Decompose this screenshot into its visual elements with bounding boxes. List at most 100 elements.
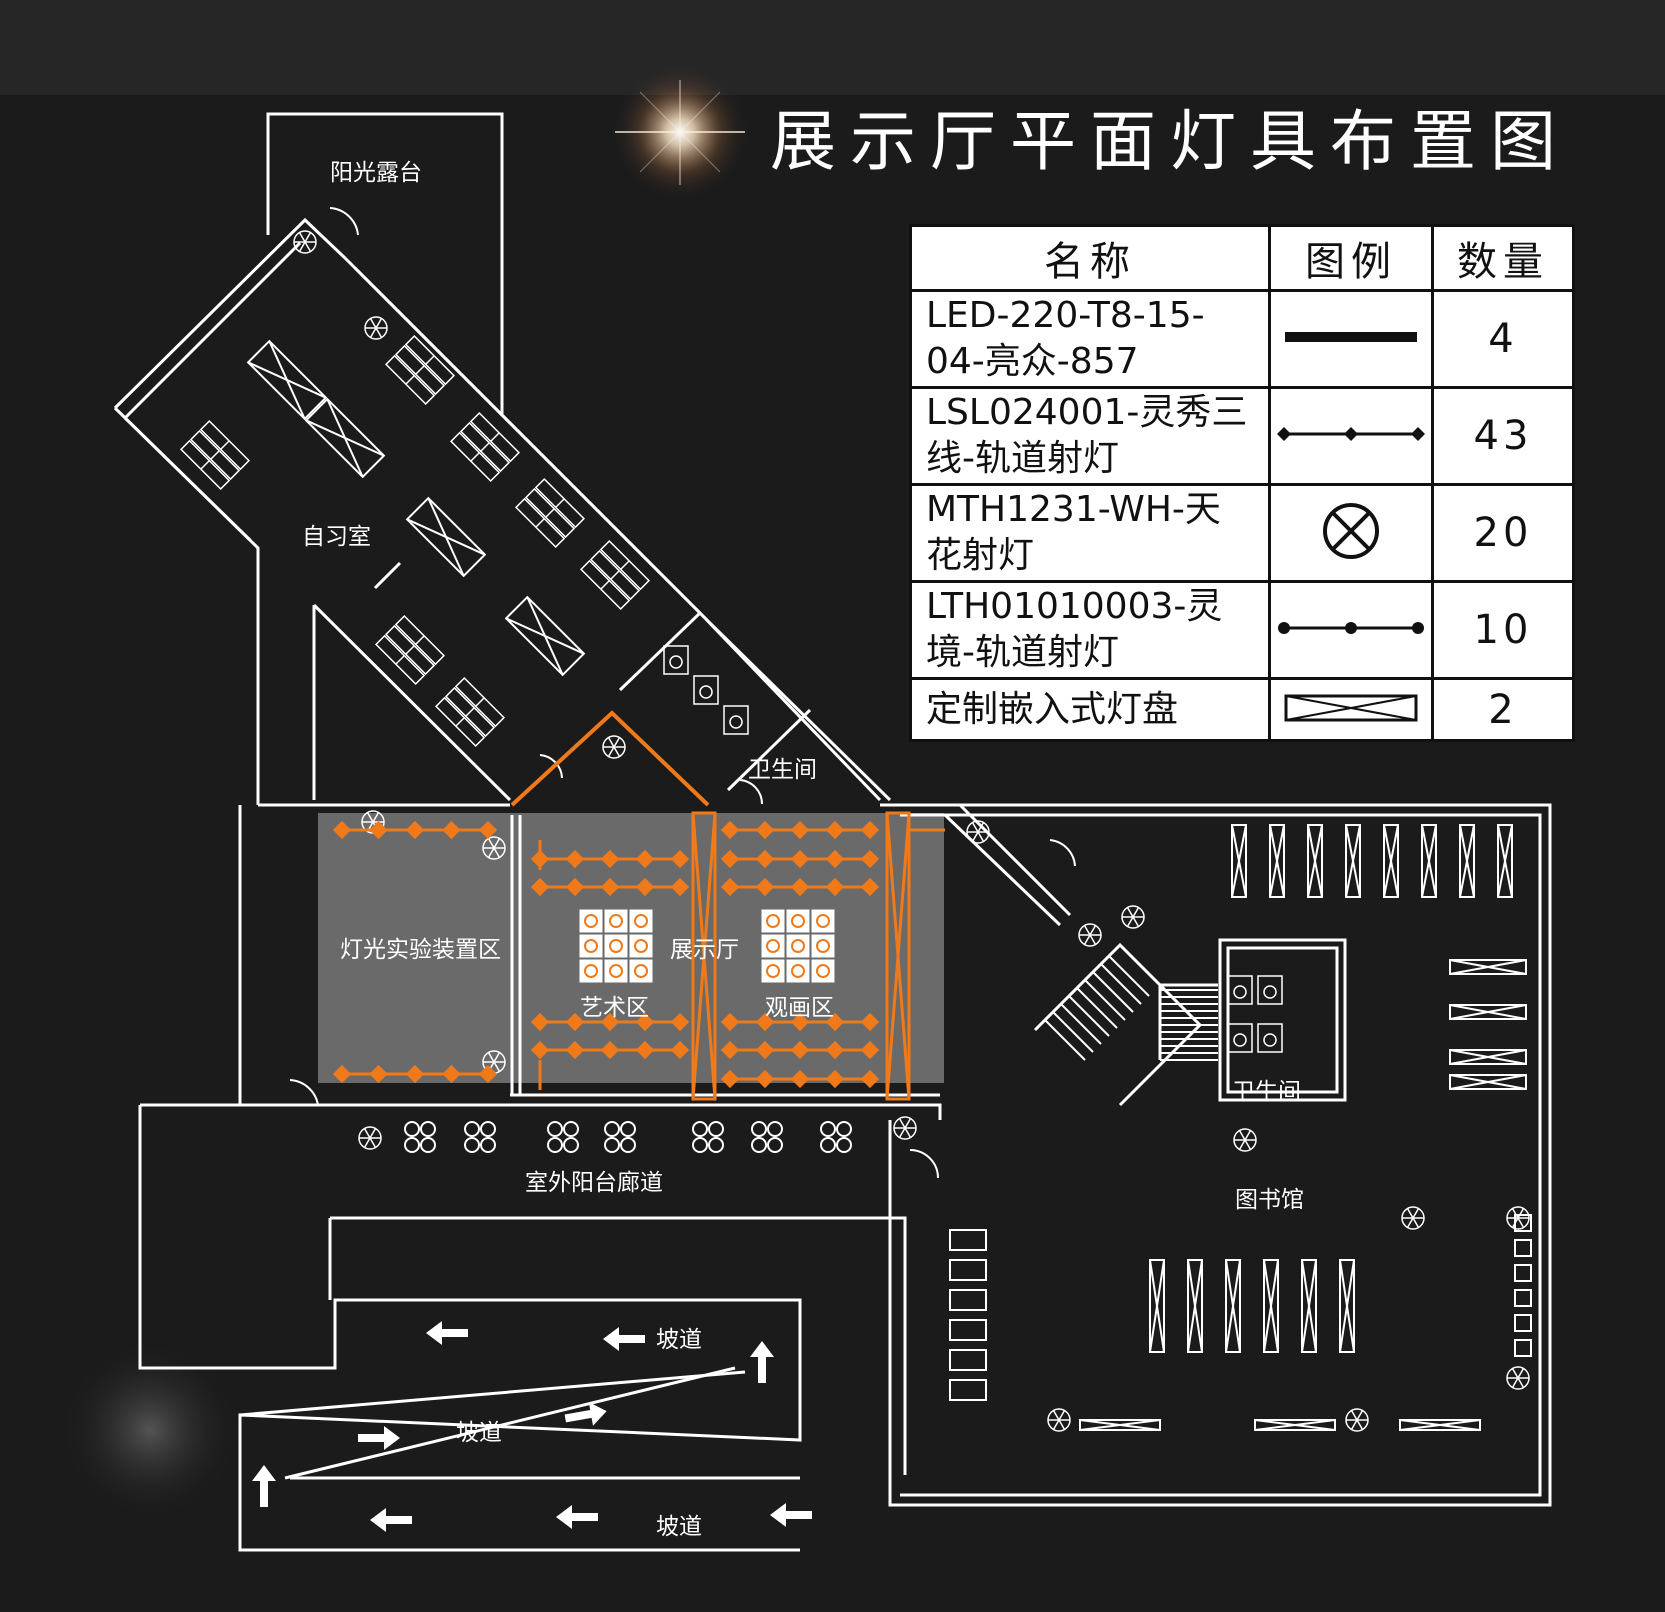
- bookshelf: [1339, 1259, 1355, 1353]
- track-spotlights: [332, 820, 945, 1090]
- legend-header-qty: 数量: [1431, 224, 1575, 292]
- stair-tread: [1084, 979, 1126, 1021]
- room-label-library: 图书馆: [1235, 1187, 1304, 1213]
- library-seat: [1514, 1239, 1532, 1257]
- balcony-fixture: [820, 1121, 852, 1153]
- legend-table: 名称 图例 数量 LED-220-T8-15-04-亮众-857 4 LSL02…: [909, 224, 1575, 742]
- library-seat: [949, 1289, 987, 1311]
- plant: [1506, 1206, 1530, 1230]
- balcony-fixtures: [404, 1121, 852, 1153]
- legend-header-name: 名称: [909, 224, 1271, 292]
- library-seat: [949, 1259, 987, 1281]
- plant: [602, 735, 626, 759]
- track-spotlight: [332, 820, 498, 840]
- bookshelf: [1383, 824, 1399, 898]
- desk-cluster: [179, 419, 251, 491]
- stair-tread: [1100, 963, 1142, 1005]
- bookshelf: [1231, 824, 1247, 898]
- desk-cluster: [579, 539, 651, 611]
- plant: [1078, 923, 1102, 947]
- restroom-stall: [1257, 975, 1283, 1005]
- library-seat: [1514, 1289, 1532, 1307]
- restroom-stall: [1257, 1023, 1283, 1053]
- desk-cluster: [434, 676, 506, 748]
- room-label-ramp: 坡道: [456, 1420, 502, 1446]
- plant: [1401, 1206, 1425, 1230]
- library-seat: [949, 1349, 987, 1371]
- legend-name: LED-220-T8-15-04-亮众-857: [909, 289, 1271, 389]
- bookshelf: [1254, 1419, 1336, 1431]
- balcony-fixture: [751, 1121, 783, 1153]
- ceiling-spotlight-icon: [1268, 483, 1434, 583]
- track-spotlight-icon: [1268, 580, 1434, 680]
- bookshelf: [1269, 824, 1285, 898]
- ramp-arrow: [358, 1426, 400, 1450]
- stair-treads: [1044, 955, 1218, 1061]
- legend-row: MTH1231-WH-天花射灯 20: [909, 483, 1575, 583]
- study-table: [504, 595, 586, 677]
- bookshelf: [1399, 1419, 1481, 1431]
- room-label-sun-terrace: 阳光露台: [330, 160, 422, 186]
- bookshelf: [1449, 1004, 1527, 1020]
- restroom-stall: [693, 675, 719, 705]
- track-spotlight: [530, 1040, 690, 1060]
- stair-tread: [1076, 987, 1118, 1029]
- plant: [364, 316, 388, 340]
- desk-cluster: [514, 477, 586, 549]
- room-label-study-room: 自习室: [302, 524, 371, 550]
- desk-cluster: [384, 334, 456, 406]
- ramp-arrow: [370, 1508, 412, 1532]
- recessed-panel-icon: [1268, 677, 1434, 742]
- study-table: [304, 397, 386, 479]
- legend-row: 定制嵌入式灯盘 2: [909, 677, 1575, 742]
- plant: [1506, 1366, 1530, 1390]
- exhibition-roof-track: [510, 710, 710, 807]
- room-label-art-zone: 艺术区: [580, 995, 649, 1021]
- legend-name: MTH1231-WH-天花射灯: [909, 483, 1271, 583]
- legend-qty: 2: [1431, 677, 1575, 742]
- bookshelf: [1449, 959, 1527, 975]
- desk-clusters: [179, 334, 1283, 1053]
- track-spotlight: [720, 1040, 880, 1060]
- balcony-fixture: [604, 1121, 636, 1153]
- bookshelf: [1497, 824, 1513, 898]
- plant-icons: [293, 230, 1530, 1432]
- bookshelf: [1449, 1074, 1527, 1090]
- legend-row: LSL024001-灵秀三线-轨道射灯 43: [909, 386, 1575, 486]
- restroom-stall: [663, 645, 689, 675]
- light-flare-decoration: [610, 62, 750, 202]
- track-spotlight: [720, 820, 880, 840]
- plant: [482, 836, 506, 860]
- room-label-exhibition-hall: 展示厅: [670, 937, 739, 963]
- room-label-balcony-corridor: 室外阳台廊道: [525, 1170, 663, 1196]
- ramp-arrow: [252, 1465, 276, 1507]
- library-seat: [949, 1319, 987, 1341]
- ramp-arrows: [252, 1321, 812, 1532]
- three-line-track-spotlight-icon: [1268, 386, 1434, 486]
- stair-tread: [1068, 995, 1110, 1037]
- desk-cluster: [374, 614, 446, 686]
- restroom-stall: [1227, 1023, 1253, 1053]
- bookshelf: [1079, 1419, 1161, 1431]
- strip-light-icon: [1268, 289, 1434, 389]
- plant: [966, 820, 990, 844]
- stair-tread: [1060, 1003, 1102, 1045]
- plant: [1345, 1408, 1369, 1432]
- stair-tread: [1108, 955, 1150, 997]
- bookshelf: [1459, 824, 1475, 898]
- room-label-restroom-1: 卫生间: [748, 757, 817, 783]
- recessed-light-panels: [691, 811, 911, 1101]
- restroom-stall: [1227, 975, 1253, 1005]
- library-seat: [1514, 1264, 1532, 1282]
- legend-qty: 4: [1431, 289, 1575, 389]
- library-seat: [1514, 1339, 1532, 1357]
- room-label-restroom-2: 卫生间: [1232, 1079, 1301, 1105]
- stair-tread: [1092, 971, 1134, 1013]
- balcony-fixture: [547, 1121, 579, 1153]
- legend-name: LTH01010003-灵境-轨道射灯: [909, 580, 1271, 680]
- track-spotlight: [530, 849, 690, 869]
- study-table: [246, 339, 328, 421]
- walls: [113, 112, 1552, 1552]
- top-band: [0, 0, 1665, 95]
